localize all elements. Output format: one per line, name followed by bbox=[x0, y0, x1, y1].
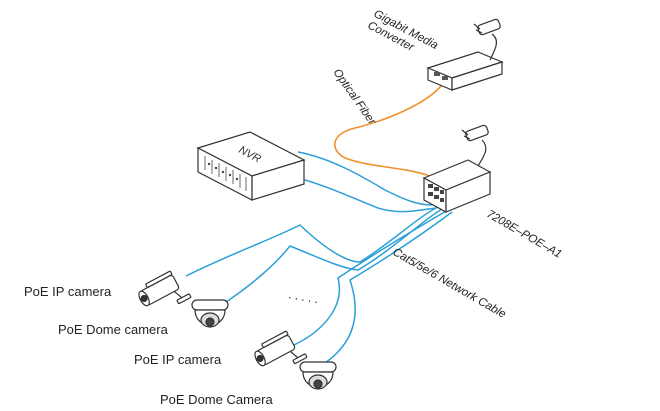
camera-4-label: PoE Dome Camera bbox=[160, 392, 273, 407]
bullet-camera-icon bbox=[254, 330, 308, 367]
dome-camera-icon bbox=[299, 361, 337, 390]
camera-2-label: PoE Dome camera bbox=[58, 322, 169, 337]
network-cables bbox=[185, 151, 453, 366]
cable-nvr-2 bbox=[284, 174, 437, 213]
switch-power-plug-icon bbox=[461, 124, 489, 142]
cable-camera-3 bbox=[293, 209, 449, 346]
camera-ellipsis: . . . . . bbox=[287, 287, 319, 306]
camera-3-label: PoE IP camera bbox=[134, 352, 222, 367]
cable-camera-4 bbox=[321, 211, 453, 366]
bullet-camera-icon bbox=[138, 270, 192, 307]
camera-1-label: PoE IP camera bbox=[24, 284, 112, 299]
network-cable-label: Cat5/5e/6 Network Cable bbox=[391, 246, 508, 321]
media-converter-label: Gigabit Media Converter bbox=[365, 8, 442, 65]
optical-fiber-label: Optical Fiber bbox=[331, 67, 379, 128]
media-converter-icon bbox=[426, 33, 504, 91]
switch-model-label: 7208E–POE–A1 bbox=[485, 208, 564, 261]
optical-fiber-cable bbox=[334, 81, 445, 177]
cable-camera-1 bbox=[185, 205, 441, 277]
dome-camera-icon bbox=[191, 299, 229, 328]
power-plug-icon bbox=[473, 18, 501, 36]
cable-nvr bbox=[297, 151, 433, 206]
poe-switch-icon bbox=[422, 139, 492, 214]
nvr-icon bbox=[196, 131, 306, 201]
